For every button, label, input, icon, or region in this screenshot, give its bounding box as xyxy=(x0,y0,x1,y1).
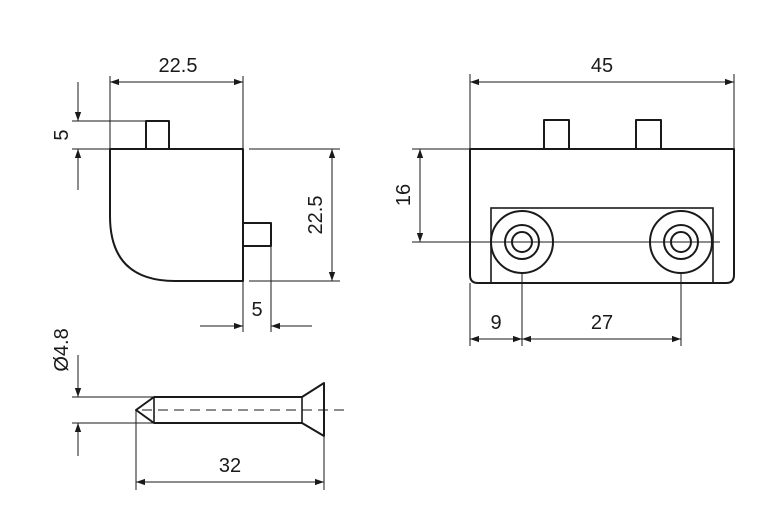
dimension-label-front-width: 45 xyxy=(591,55,613,77)
dimension-label-side-width: 22.5 xyxy=(159,55,198,77)
dimension-label-hole-spacing: 27 xyxy=(591,312,613,334)
side-view-side-pin xyxy=(242,222,272,247)
front-view-pin-right xyxy=(635,119,662,150)
side-view-top-pin xyxy=(145,120,170,150)
pin-view: Ø4.8 32 xyxy=(51,328,346,490)
dimension-label-hole-edge-offset: 9 xyxy=(490,312,501,334)
side-view-body xyxy=(109,148,244,282)
dimension-label-pin-height: 5 xyxy=(51,129,73,140)
dimension-label-front-height: 16 xyxy=(393,184,415,206)
dimension-label-pin-diameter: Ø4.8 xyxy=(51,328,73,371)
front-view-pin-left xyxy=(543,119,570,150)
dimension-label-pin-length: 32 xyxy=(219,455,241,477)
side-view: 22.5 5 22.5 5 xyxy=(51,55,340,332)
dimension-label-side-height: 22.5 xyxy=(305,196,327,235)
dimension-label-side-pin-offset: 5 xyxy=(251,299,262,321)
front-view: 45 16 9 27 xyxy=(393,55,735,346)
